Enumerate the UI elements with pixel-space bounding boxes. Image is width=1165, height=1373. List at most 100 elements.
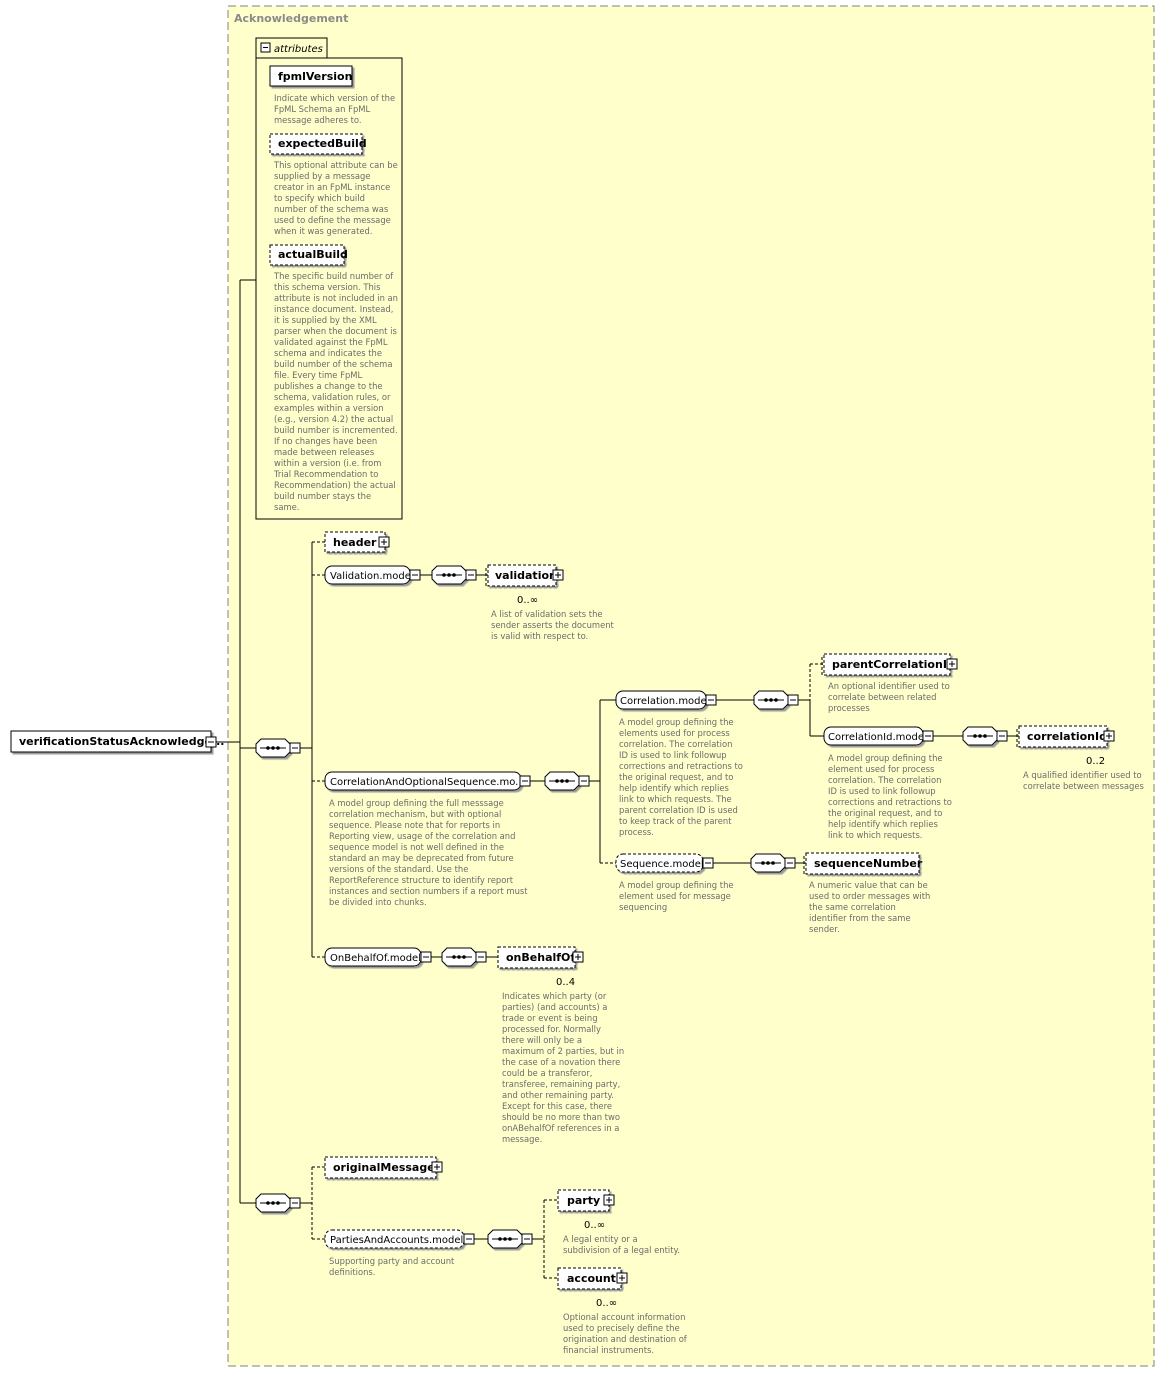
annotation-line: correlation. The correlation bbox=[828, 775, 941, 785]
annotation-line: used to order messages with bbox=[809, 891, 930, 901]
annotation-line: sender. bbox=[809, 924, 840, 934]
annotation-line: The specific build number of bbox=[273, 271, 394, 281]
annotation-line: versions of the standard. Use the bbox=[329, 864, 468, 874]
annotation-line: help identify which replies bbox=[828, 819, 938, 829]
annotation-line: identifier from the same bbox=[809, 913, 911, 923]
connector-lines bbox=[216, 279, 1019, 1279]
collapse-icon[interactable] bbox=[922, 730, 934, 742]
annotation-line: the case of a novation there bbox=[502, 1057, 620, 1067]
element-correlation-id[interactable] bbox=[1018, 725, 1108, 748]
annotation-line: number of the schema was bbox=[274, 204, 388, 214]
annotation-line: it is supplied by the XML bbox=[274, 315, 377, 325]
expand-icon[interactable] bbox=[431, 1161, 443, 1173]
collapse-icon[interactable] bbox=[409, 569, 421, 581]
annotation-line: Indicate which version of the bbox=[274, 93, 395, 103]
collapse-icon[interactable] bbox=[702, 857, 714, 869]
annotation-line: A model group defining the bbox=[619, 880, 734, 890]
element-party-occurs: 0..∞ bbox=[584, 1220, 605, 1231]
annotation-line: FpML Schema an FpML bbox=[274, 104, 370, 114]
attribute-expectedbuild[interactable] bbox=[269, 133, 363, 155]
annotation-line: financial instruments. bbox=[563, 1345, 654, 1355]
annotation-line: A qualified identifier used to bbox=[1023, 770, 1142, 780]
expand-icon[interactable] bbox=[603, 1194, 615, 1206]
annotation-line: (e.g., version 4.2) the actual bbox=[274, 414, 393, 424]
sequence-compositor-on-behalf-of[interactable] bbox=[441, 947, 487, 967]
sequence-compositor-parties-accounts[interactable] bbox=[487, 1229, 533, 1249]
annotation-line: creator in an FpML instance bbox=[274, 182, 390, 192]
sequence-compositor-sequence[interactable] bbox=[750, 853, 796, 873]
annotation-line: sequence model is not well defined in th… bbox=[329, 842, 504, 852]
root-collapse-icon[interactable] bbox=[205, 736, 217, 748]
group-correlation-model-label: Correlation.model bbox=[620, 696, 709, 707]
expand-icon[interactable] bbox=[552, 569, 564, 581]
group-correlation-id-model-label: CorrelationId.model bbox=[828, 732, 927, 743]
element-parent-correlation-id-doc: An optional identifier used tocorrelate … bbox=[828, 681, 950, 713]
annotation-line: ID is used to link followup bbox=[828, 786, 936, 796]
annotation-line: correlate between messages bbox=[1023, 781, 1144, 791]
sequence-compositor-validation[interactable] bbox=[431, 565, 477, 585]
annotation-line: element used for message bbox=[619, 891, 731, 901]
annotation-line: the original request, and to bbox=[828, 808, 942, 818]
annotation-line: the original request, and to bbox=[619, 772, 733, 782]
annotation-line: ReportReference structure to identify re… bbox=[329, 875, 514, 885]
collapse-icon[interactable] bbox=[463, 1233, 475, 1245]
annotation-line: build number of the schema bbox=[274, 359, 392, 369]
annotation-line: A numeric value that can be bbox=[809, 880, 928, 890]
annotation-line: subdivision of a legal entity. bbox=[563, 1245, 680, 1255]
attribute-fpmlversion-label: fpmlVersion bbox=[278, 70, 352, 83]
annotation-line: Except for this case, there bbox=[502, 1101, 612, 1111]
attribute-actualbuild[interactable] bbox=[269, 244, 345, 266]
annotation-line: Recommendation) the actual bbox=[274, 480, 396, 490]
annotation-line: examples within a version bbox=[274, 403, 384, 413]
annotation-line: A model group defining the full messsage bbox=[329, 798, 504, 808]
collapse-icon[interactable] bbox=[420, 951, 432, 963]
sequence-compositor-main[interactable] bbox=[255, 738, 301, 758]
annotation-line: process. bbox=[619, 827, 654, 837]
element-correlation-id-label: correlationId bbox=[1027, 730, 1107, 743]
element-account[interactable] bbox=[557, 1267, 622, 1290]
annotation-line: ID is used to link followup bbox=[619, 750, 727, 760]
annotation-line: If no changes have been bbox=[274, 436, 377, 446]
element-sequence-number[interactable] bbox=[805, 852, 920, 875]
sequence-compositor-correlation-optional[interactable] bbox=[544, 771, 590, 791]
collapse-icon[interactable] bbox=[519, 775, 531, 787]
attribute-fpmlversion[interactable] bbox=[269, 65, 353, 87]
attribute-actualbuild-label: actualBuild bbox=[278, 248, 348, 261]
annotation-line: schema and indicates the bbox=[274, 348, 382, 358]
expand-icon[interactable] bbox=[378, 536, 390, 548]
annotation-line: parties) (and accounts) a bbox=[502, 1002, 607, 1012]
collapse-icon[interactable] bbox=[705, 694, 717, 706]
expand-icon[interactable] bbox=[1103, 730, 1115, 742]
annotation-line: onABehalfOf references in a bbox=[502, 1123, 619, 1133]
annotation-line: publishes a change to the bbox=[274, 381, 383, 391]
element-party-label: party bbox=[567, 1194, 600, 1207]
sequence-compositor-secondary[interactable] bbox=[255, 1193, 301, 1213]
annotation-line: help identify which replies bbox=[619, 783, 729, 793]
sequence-compositor-correlation-id[interactable] bbox=[962, 726, 1008, 746]
element-validation[interactable] bbox=[487, 564, 557, 587]
annotation-line: made between releases bbox=[274, 447, 374, 457]
element-correlation-id-occurs: 0..2 bbox=[1086, 756, 1105, 767]
element-header-label: header bbox=[333, 536, 377, 549]
expand-icon[interactable] bbox=[572, 951, 584, 963]
expand-icon[interactable] bbox=[616, 1272, 628, 1284]
element-validation-occurs: 0..∞ bbox=[517, 595, 538, 606]
element-original-message-label: originalMessage bbox=[333, 1161, 435, 1174]
annotation-line: link to which requests. The bbox=[619, 794, 732, 804]
sequence-compositor-correlation[interactable] bbox=[753, 690, 799, 710]
annotation-line: when it was generated. bbox=[274, 226, 372, 236]
annotation-line: elements used for process bbox=[619, 728, 730, 738]
annotation-line: to specify which build bbox=[274, 193, 365, 203]
group-correlation-optional-sequence-doc: A model group defining the full messsage… bbox=[329, 798, 528, 907]
annotation-line: corrections and retractions to bbox=[828, 797, 952, 807]
group-sequence-model-label: Sequence.model bbox=[620, 859, 704, 870]
expand-icon[interactable] bbox=[946, 658, 958, 670]
annotation-line: supplied by a message bbox=[274, 171, 370, 181]
annotation-line: Supporting party and account bbox=[329, 1256, 455, 1266]
